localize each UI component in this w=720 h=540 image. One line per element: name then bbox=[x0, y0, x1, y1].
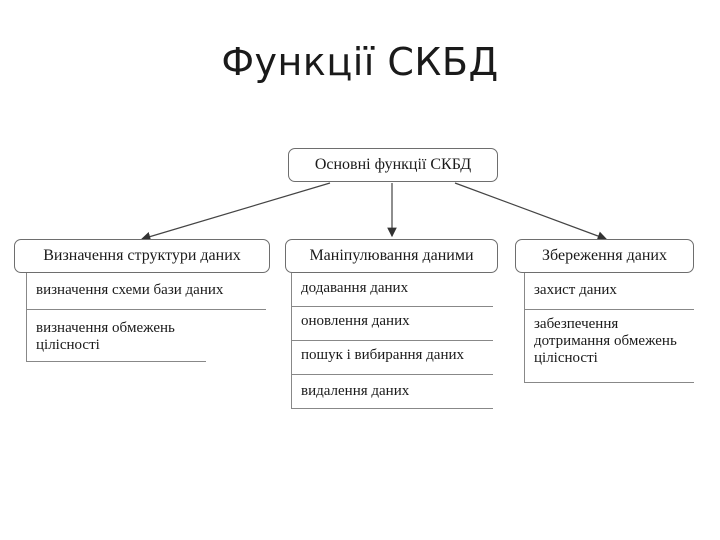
list-item: визначення схеми бази даних bbox=[26, 278, 266, 310]
column-line-definition bbox=[26, 273, 27, 361]
category-label: Визначення структури даних bbox=[43, 247, 241, 264]
list-item: видалення даних bbox=[291, 375, 493, 409]
category-box-definition: Визначення структури даних bbox=[14, 239, 270, 273]
list-item: оновлення даних bbox=[291, 307, 493, 341]
list-item: пошук і вибирання даних bbox=[291, 341, 493, 375]
list-item: додавання даних bbox=[291, 278, 493, 307]
column-line-manipulation bbox=[291, 273, 292, 409]
page-title: Функції СКБД bbox=[221, 40, 499, 84]
list-item: захист даних bbox=[524, 278, 694, 310]
arrow-to-definition bbox=[140, 182, 331, 242]
arrow-to-storage bbox=[454, 182, 608, 241]
root-function-label: Основні функції СКБД bbox=[314, 156, 472, 173]
list-item: забезпечення дотримання обмежень цілісно… bbox=[524, 310, 694, 383]
root-function-box: Основні функції СКБД bbox=[288, 148, 498, 182]
category-box-storage: Збереження даних bbox=[515, 239, 694, 273]
list-item: визначення обмежень цілісності bbox=[26, 316, 206, 362]
column-line-storage bbox=[524, 273, 525, 383]
category-label: Збереження даних bbox=[542, 247, 667, 264]
category-box-manipulation: Маніпулювання даними bbox=[285, 239, 498, 273]
category-label: Маніпулювання даними bbox=[309, 247, 474, 264]
